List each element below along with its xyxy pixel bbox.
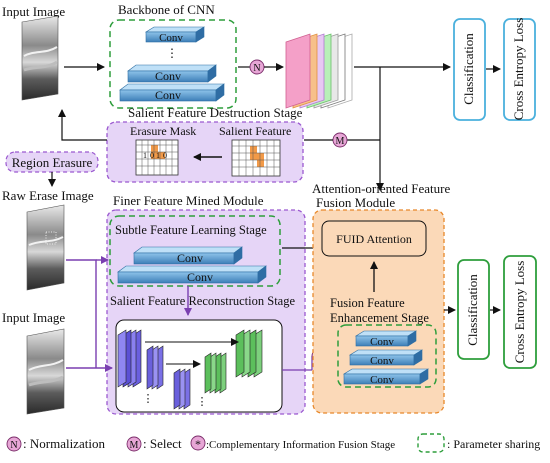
legend-complementary: :Complementary Information Fusion Stage <box>206 439 395 451</box>
legend-select-badge <box>126 436 142 452</box>
cross-entropy-bottom-label: Cross Entropy Loss <box>512 261 527 364</box>
classification-top-label: Classification <box>461 33 476 105</box>
attention-module-title-1: Attention-oriented Feature <box>312 181 450 196</box>
ellipsis: ⋮ <box>197 396 208 408</box>
reconstruction-mid-stack <box>146 345 164 390</box>
fusion-conv-2: Conv <box>348 349 424 367</box>
conv-label: Conv <box>159 32 183 44</box>
fusion-conv-1: Conv <box>354 330 418 348</box>
arrow-to-input-image <box>58 109 107 141</box>
raw-erase-image-label: Raw Erase Image <box>2 188 94 203</box>
legend-parameter-sharing: : Parameter sharing <box>447 437 540 451</box>
reconstruction-blue-stack <box>117 329 142 388</box>
conv-label: Conv <box>370 336 394 348</box>
purple-line-raw <box>66 259 97 368</box>
input-image-top <box>21 15 59 101</box>
legend-complementary-badge <box>190 435 206 451</box>
input-image-bottom-label: Input Image <box>2 310 65 325</box>
reconstruction-lower-stack <box>173 368 191 410</box>
input-image-top-label: Input Image <box>2 4 65 19</box>
classification-bottom <box>457 259 490 360</box>
legend-select: : Select <box>143 436 182 451</box>
subtle-conv-1: Conv <box>133 246 243 265</box>
mask-value: 0 <box>163 151 167 160</box>
attention-module-title-2: Fusion Module <box>316 195 395 210</box>
region-erasure-label: Region Erasure <box>12 155 93 170</box>
backbone-conv-2: Conv <box>127 64 217 83</box>
cross-entropy-bottom <box>503 255 537 369</box>
legend-normalization-badge <box>6 436 22 452</box>
backbone-conv-1: Conv <box>144 26 206 44</box>
fuid-attention-box <box>321 220 427 257</box>
classification-bottom-label: Classification <box>465 274 480 346</box>
select-badge-text: M <box>336 136 345 147</box>
fusion-enh-title-1: Fusion Feature <box>330 296 405 310</box>
conv-label: Conv <box>187 270 213 284</box>
classification-top <box>453 18 486 121</box>
fusion-conv-3: Conv <box>342 368 430 386</box>
mask-value: 0 <box>150 151 154 160</box>
conv-label: Conv <box>155 69 181 83</box>
cross-entropy-top-label: Cross Entropy Loss <box>511 18 526 121</box>
conv-label: Conv <box>370 374 394 386</box>
feature-maps-stack <box>285 33 353 109</box>
backbone-conv-3: Conv <box>119 83 225 102</box>
subtle-stage-title: Subtle Feature Learning Stage <box>115 223 267 237</box>
reconstruction-title: Salient Feature Reconstruction Stage <box>110 294 295 308</box>
erasure-mask-label: Erasure Mask <box>130 124 196 138</box>
conv-label: Conv <box>370 355 394 367</box>
cross-entropy-top <box>503 18 536 121</box>
mask-value: 1 <box>143 151 147 160</box>
salient-destruction-title: Salient Feature Destruction Stage <box>128 105 303 120</box>
fuid-attention-label: FUID Attention <box>336 232 412 246</box>
legend-select-badge-text: M <box>130 440 139 451</box>
reconstruction-green-right <box>235 329 263 378</box>
reconstruction-green-mid <box>204 352 227 394</box>
mask-value: 1 <box>156 151 160 160</box>
ellipsis: ⋮ <box>166 46 178 60</box>
legend: N : Normalization M : Select * :Compleme… <box>6 433 540 453</box>
input-image-bottom <box>26 328 65 415</box>
conv-label: Conv <box>155 88 181 102</box>
salient-feature-label: Salient Feature <box>219 124 291 138</box>
conv-label: Conv <box>177 251 203 265</box>
raw-erase-image <box>26 204 65 291</box>
fusion-enh-title-2: Enhancement Stage <box>330 311 429 325</box>
ellipsis: ⋮ <box>143 393 154 405</box>
subtle-conv-2: Conv <box>117 265 267 284</box>
normalization-badge-text: N <box>253 63 260 74</box>
legend-complementary-badge-text: * <box>195 437 201 451</box>
backbone-title: Backbone of CNN <box>118 2 215 17</box>
finer-module-title: Finer Feature Mined Module <box>113 193 264 208</box>
erasure-mask-grid: 1 0 1 0 <box>135 139 179 176</box>
legend-parameter-sharing-swatch <box>417 433 445 453</box>
legend-normalization-badge-text: N <box>10 440 17 451</box>
salient-feature-grid <box>231 139 281 177</box>
legend-normalization: : Normalization <box>23 436 105 451</box>
